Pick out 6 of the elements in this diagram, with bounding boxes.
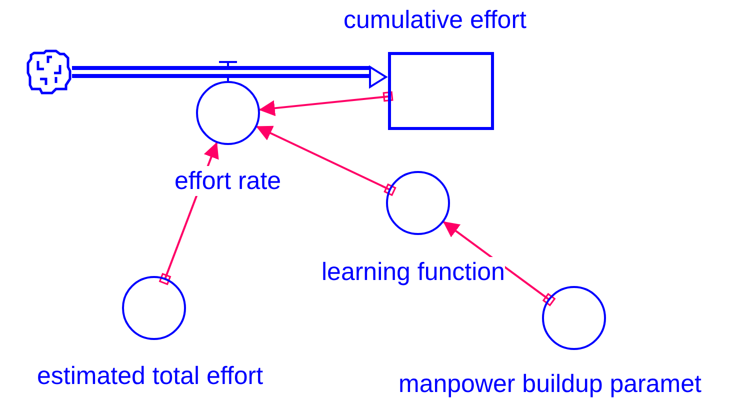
link-arrow xyxy=(258,91,394,116)
variable-label: effort rate xyxy=(174,166,282,196)
link-arrow xyxy=(442,220,556,306)
link-arrow xyxy=(256,125,396,196)
flow-pipe xyxy=(70,66,387,88)
variable-label: learning function xyxy=(322,257,505,287)
